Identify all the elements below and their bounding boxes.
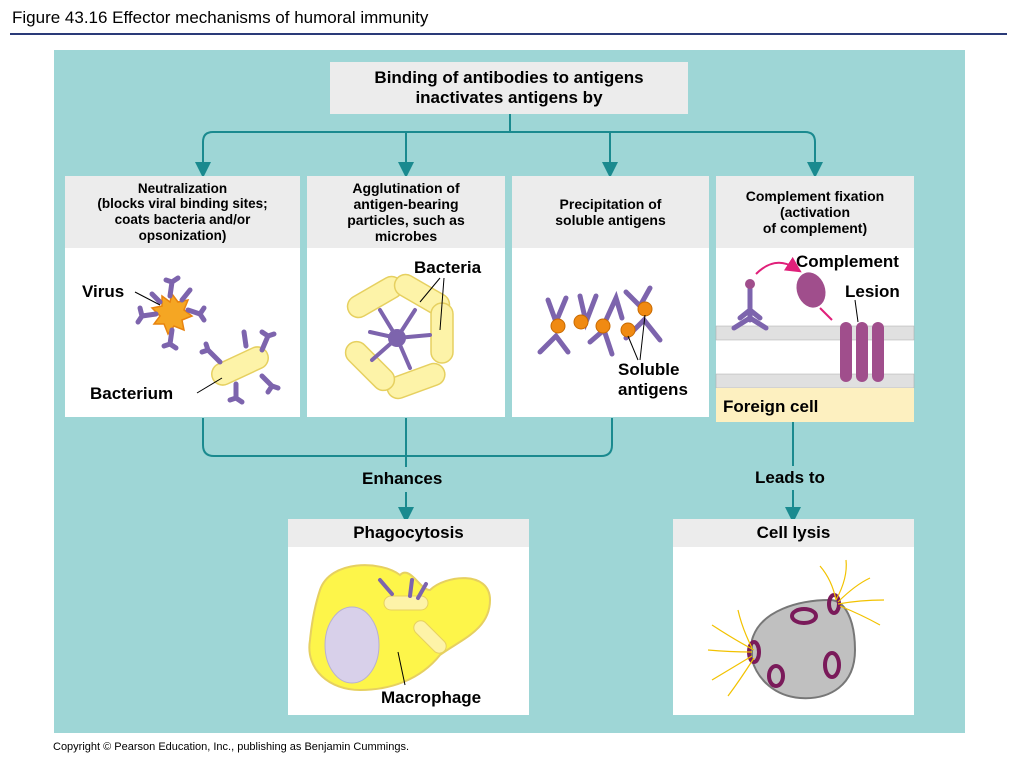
virus-illustration [135,275,207,351]
copyright-text: Copyright © Pearson Education, Inc., pub… [53,741,410,753]
soluble-antigens-label: Soluble antigens [618,360,688,399]
complement-label: Complement [796,252,899,271]
neutralization-header: Neutralization (blocks viral binding sit… [65,176,300,248]
macrophage-label: Macrophage [381,688,482,707]
precipitation-title: Precipitation of soluble antigens [555,195,666,228]
phagocytosis-title: Phagocytosis [353,523,464,543]
agglutination-title: Agglutination of antigen-bearing particl… [347,179,465,245]
virus-label: Virus [82,282,125,301]
lysing-cell-illustration [707,559,885,700]
figure-title: Figure 43.16 Effector mechanisms of humo… [12,8,429,27]
cell-lysis-title: Cell lysis [756,523,831,543]
title-rule [10,33,1007,35]
enhances-label: Enhances [362,469,443,488]
complement-illustration [715,256,915,422]
foreign-cell-label: Foreign cell [723,397,819,416]
bacterium-label: Bacterium [90,384,174,403]
lesion-label: Lesion [845,282,900,301]
bacterium-illustration [199,329,281,405]
leads-to-label: Leads to [755,468,825,487]
agglutination-illustration [344,273,454,400]
precipitation-header: Precipitation of soluble antigens [512,176,709,248]
top-box-text: Binding of antibodies to antigens inacti… [374,68,644,107]
top-box: Binding of antibodies to antigens inacti… [330,62,688,114]
bacteria-label: Bacteria [414,258,482,277]
complement-header: Complement fixation (activation of compl… [716,176,914,248]
cell-lysis-header: Cell lysis [673,519,914,547]
complement-title: Complement fixation (activation of compl… [745,187,885,237]
neutralization-title: Neutralization (blocks viral binding sit… [97,180,268,243]
phagocytosis-header: Phagocytosis [288,519,529,547]
agglutination-header: Agglutination of antigen-bearing particl… [307,176,505,248]
macrophage-illustration [308,564,492,692]
